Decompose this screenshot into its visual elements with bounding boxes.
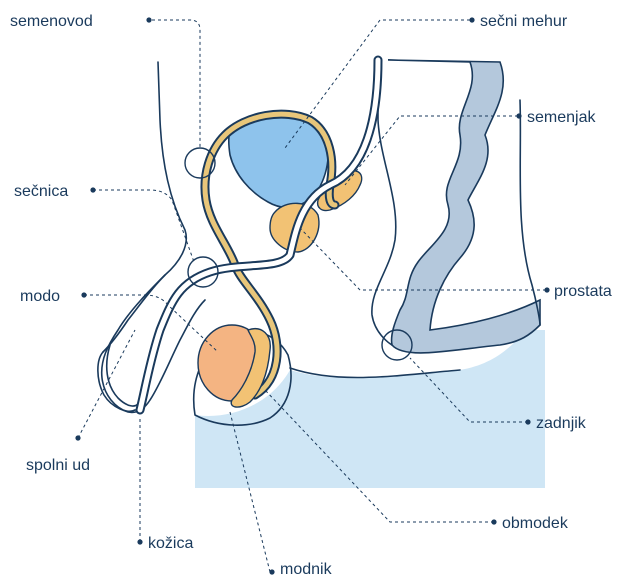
- label-zadnjik: zadnjik: [536, 415, 587, 432]
- label-secni-mehur: sečni mehur: [480, 13, 568, 30]
- dot-kozica: [137, 539, 142, 544]
- label-secnica: sečnica: [14, 183, 68, 200]
- back-outline: [520, 100, 540, 325]
- dot-secnica: [90, 187, 95, 192]
- label-obmodek: obmodek: [502, 515, 569, 532]
- dot-spolni-ud: [75, 435, 80, 440]
- dot-semenovod: [146, 17, 151, 22]
- foreskin-outline: [107, 345, 138, 406]
- dot-modnik: [269, 569, 274, 574]
- label-modo: modo: [20, 288, 60, 305]
- rectum: [388, 60, 540, 353]
- leader-modo: [84, 295, 218, 352]
- dot-prostata: [544, 287, 549, 292]
- label-semenjak: semenjak: [527, 109, 596, 126]
- label-prostata: prostata: [554, 283, 612, 300]
- dot-semenjak: [516, 113, 521, 118]
- label-modnik: modnik: [280, 561, 333, 578]
- dot-zadnjik: [525, 419, 530, 424]
- label-semenovod: semenovod: [10, 13, 93, 30]
- label-spolni-ud: spolni ud: [26, 457, 90, 474]
- leader-secnica: [93, 190, 194, 262]
- dot-secni-mehur: [469, 17, 474, 22]
- dot-obmodek: [491, 519, 496, 524]
- label-kozica: kožica: [148, 535, 193, 552]
- dot-modo: [81, 292, 86, 297]
- leader-spolni-ud: [78, 330, 135, 438]
